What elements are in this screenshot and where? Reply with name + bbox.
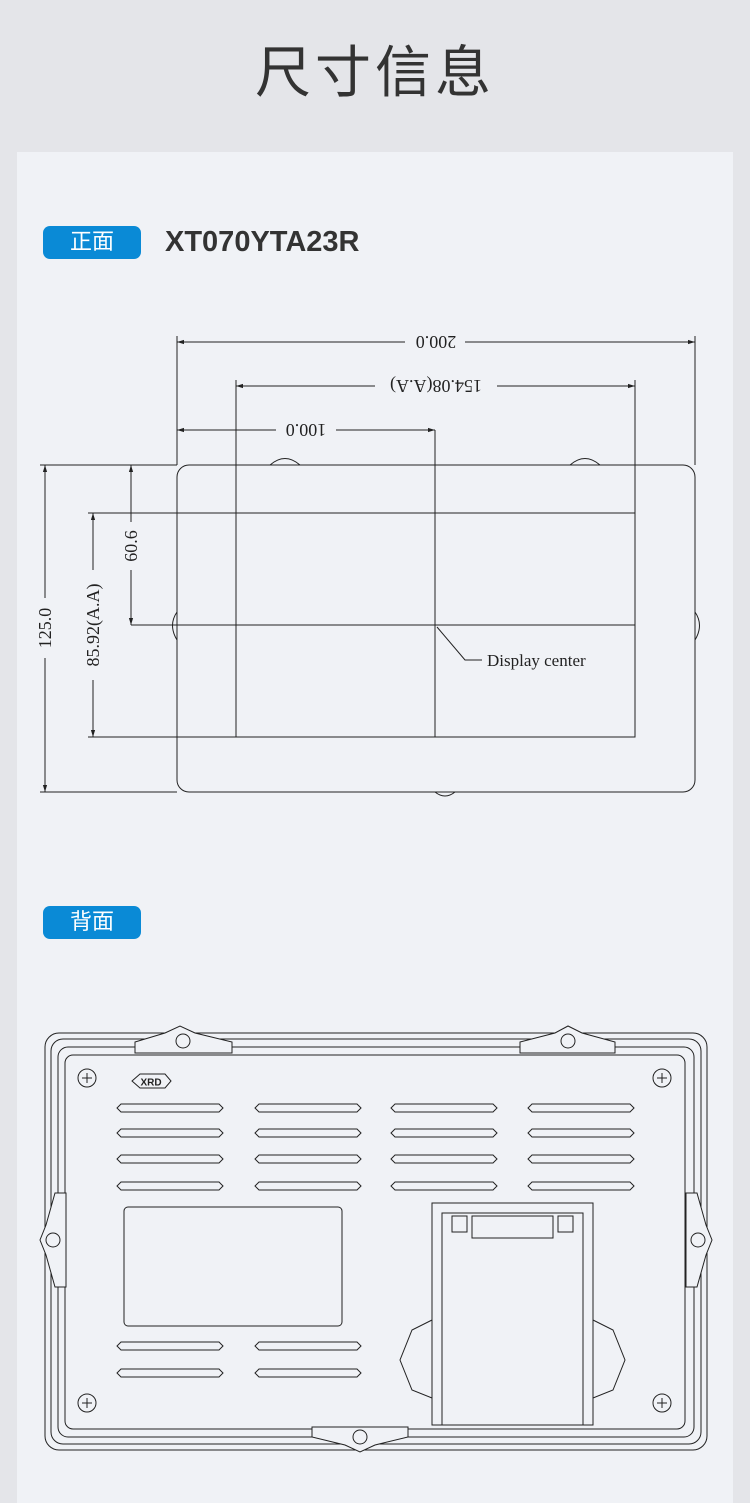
vent-slot bbox=[254, 1341, 362, 1351]
aa-width-label: 154.08(A.A) bbox=[390, 375, 482, 396]
vent-slot bbox=[527, 1154, 635, 1164]
label-area bbox=[123, 1206, 343, 1327]
center-y-label: 60.6 bbox=[121, 530, 141, 562]
vent-slot bbox=[116, 1368, 224, 1378]
vent-slot bbox=[527, 1103, 635, 1113]
front-badge: 正面 bbox=[43, 226, 141, 259]
vent-slot bbox=[254, 1103, 362, 1113]
device-outline bbox=[176, 464, 696, 793]
vent-slot bbox=[116, 1181, 224, 1191]
vent-slot bbox=[390, 1181, 498, 1191]
vent-slot bbox=[527, 1181, 635, 1191]
vent-slot bbox=[390, 1103, 498, 1113]
back-badge: 背面 bbox=[43, 906, 141, 939]
vent-slot bbox=[390, 1128, 498, 1138]
screw-icons bbox=[77, 1068, 672, 1413]
vent-slot bbox=[390, 1154, 498, 1164]
connector bbox=[399, 1202, 626, 1426]
vent-slot bbox=[116, 1154, 224, 1164]
vent-slot bbox=[254, 1154, 362, 1164]
vent-slot bbox=[254, 1368, 362, 1378]
model-name: XT070YTA23R bbox=[165, 226, 360, 258]
vent-slot bbox=[254, 1181, 362, 1191]
overall-height-label: 125.0 bbox=[35, 608, 55, 649]
display-center-label: Display center bbox=[487, 651, 586, 670]
aa-height-label: 85.92(A.A) bbox=[83, 584, 104, 667]
center-x-label: 100.0 bbox=[286, 420, 327, 440]
vent-slot bbox=[254, 1128, 362, 1138]
svg-text:XRD: XRD bbox=[140, 1078, 161, 1089]
page-title: 尺寸信息 bbox=[255, 41, 495, 106]
overall-width-label: 200.0 bbox=[416, 332, 457, 352]
vent-slot bbox=[116, 1341, 224, 1351]
vent-slot bbox=[116, 1103, 224, 1113]
xrd-logo: XRD bbox=[131, 1073, 172, 1089]
vent-slot bbox=[527, 1128, 635, 1138]
vent-slot bbox=[116, 1128, 224, 1138]
